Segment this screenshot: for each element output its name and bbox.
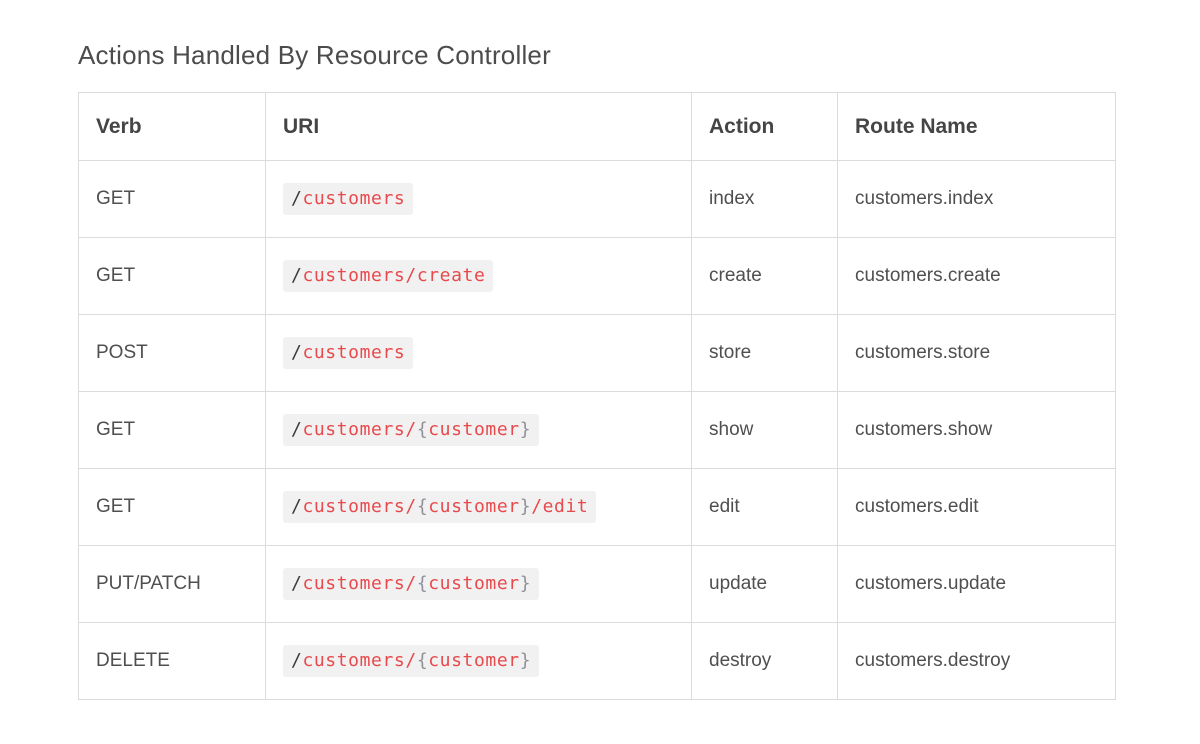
uri-code-chip: /customers/{customer}: [283, 567, 540, 601]
action-cell: update: [691, 545, 838, 623]
page: Actions Handled By Resource Controller V…: [78, 40, 1116, 700]
uri-cell: /customers/create: [265, 237, 692, 315]
uri-token: customers: [302, 341, 406, 363]
page-title: Actions Handled By Resource Controller: [78, 40, 551, 70]
uri-token: customer: [428, 418, 520, 440]
uri-code-chip: /customers/{customer}: [283, 644, 540, 678]
uri-token: customers: [302, 572, 406, 594]
action-cell: show: [691, 391, 838, 469]
uri-code-chip: /customers/{customer}/edit: [283, 490, 597, 524]
route-name-cell: customers.index: [837, 160, 1116, 238]
uri-cell: /customers/{customer}: [265, 622, 692, 700]
uri-token: /: [291, 418, 303, 440]
column-header-verb: Verb: [78, 92, 266, 161]
column-header-action: Action: [691, 92, 838, 161]
uri-token: }: [519, 649, 532, 671]
uri-token: }: [519, 572, 532, 594]
route-name-cell: customers.edit: [837, 468, 1116, 546]
route-name-cell: customers.create: [837, 237, 1116, 315]
action-cell: store: [691, 314, 838, 392]
route-name-cell: customers.update: [837, 545, 1116, 623]
uri-code-chip: /customers/create: [283, 259, 494, 293]
uri-token: customer: [428, 649, 520, 671]
action-cell: edit: [691, 468, 838, 546]
route-name-cell: customers.destroy: [837, 622, 1116, 700]
uri-cell: /customers/{customer}: [265, 391, 692, 469]
action-cell: create: [691, 237, 838, 315]
uri-token: }: [519, 495, 532, 517]
verb-cell: GET: [78, 391, 266, 469]
uri-cell: /customers/{customer}: [265, 545, 692, 623]
verb-cell: GET: [78, 160, 266, 238]
uri-token: customers: [302, 649, 406, 671]
uri-token: }: [519, 418, 532, 440]
action-cell: destroy: [691, 622, 838, 700]
uri-token: /: [291, 649, 303, 671]
uri-token: customer: [428, 495, 520, 517]
uri-token: customers: [302, 495, 406, 517]
uri-token: /: [405, 649, 417, 671]
uri-token: /: [405, 572, 417, 594]
uri-token: {: [416, 572, 429, 594]
uri-token: /: [405, 495, 417, 517]
verb-cell: GET: [78, 468, 266, 546]
uri-token: {: [416, 495, 429, 517]
uri-token: create: [416, 264, 486, 286]
uri-token: /: [291, 572, 303, 594]
uri-code-chip: /customers: [283, 336, 414, 370]
uri-token: /: [405, 418, 417, 440]
uri-token: customers: [302, 264, 406, 286]
action-cell: index: [691, 160, 838, 238]
uri-token: /: [291, 187, 303, 209]
uri-token: customer: [428, 572, 520, 594]
verb-cell: DELETE: [78, 622, 266, 700]
uri-token: {: [416, 649, 429, 671]
uri-token: /: [405, 264, 417, 286]
uri-token: customers: [302, 187, 406, 209]
route-name-cell: customers.show: [837, 391, 1116, 469]
uri-token: customers: [302, 418, 406, 440]
uri-cell: /customers: [265, 160, 692, 238]
column-header-route-name: Route Name: [837, 92, 1116, 161]
uri-token: /: [291, 495, 303, 517]
uri-code-chip: /customers: [283, 182, 414, 216]
uri-token: {: [416, 418, 429, 440]
uri-cell: /customers: [265, 314, 692, 392]
uri-token: /: [291, 264, 303, 286]
uri-token: /: [531, 495, 543, 517]
uri-cell: /customers/{customer}/edit: [265, 468, 692, 546]
uri-token: edit: [542, 495, 589, 517]
uri-token: /: [291, 341, 303, 363]
verb-cell: POST: [78, 314, 266, 392]
verb-cell: GET: [78, 237, 266, 315]
route-name-cell: customers.store: [837, 314, 1116, 392]
column-header-uri: URI: [265, 92, 692, 161]
verb-cell: PUT/PATCH: [78, 545, 266, 623]
uri-code-chip: /customers/{customer}: [283, 413, 540, 447]
